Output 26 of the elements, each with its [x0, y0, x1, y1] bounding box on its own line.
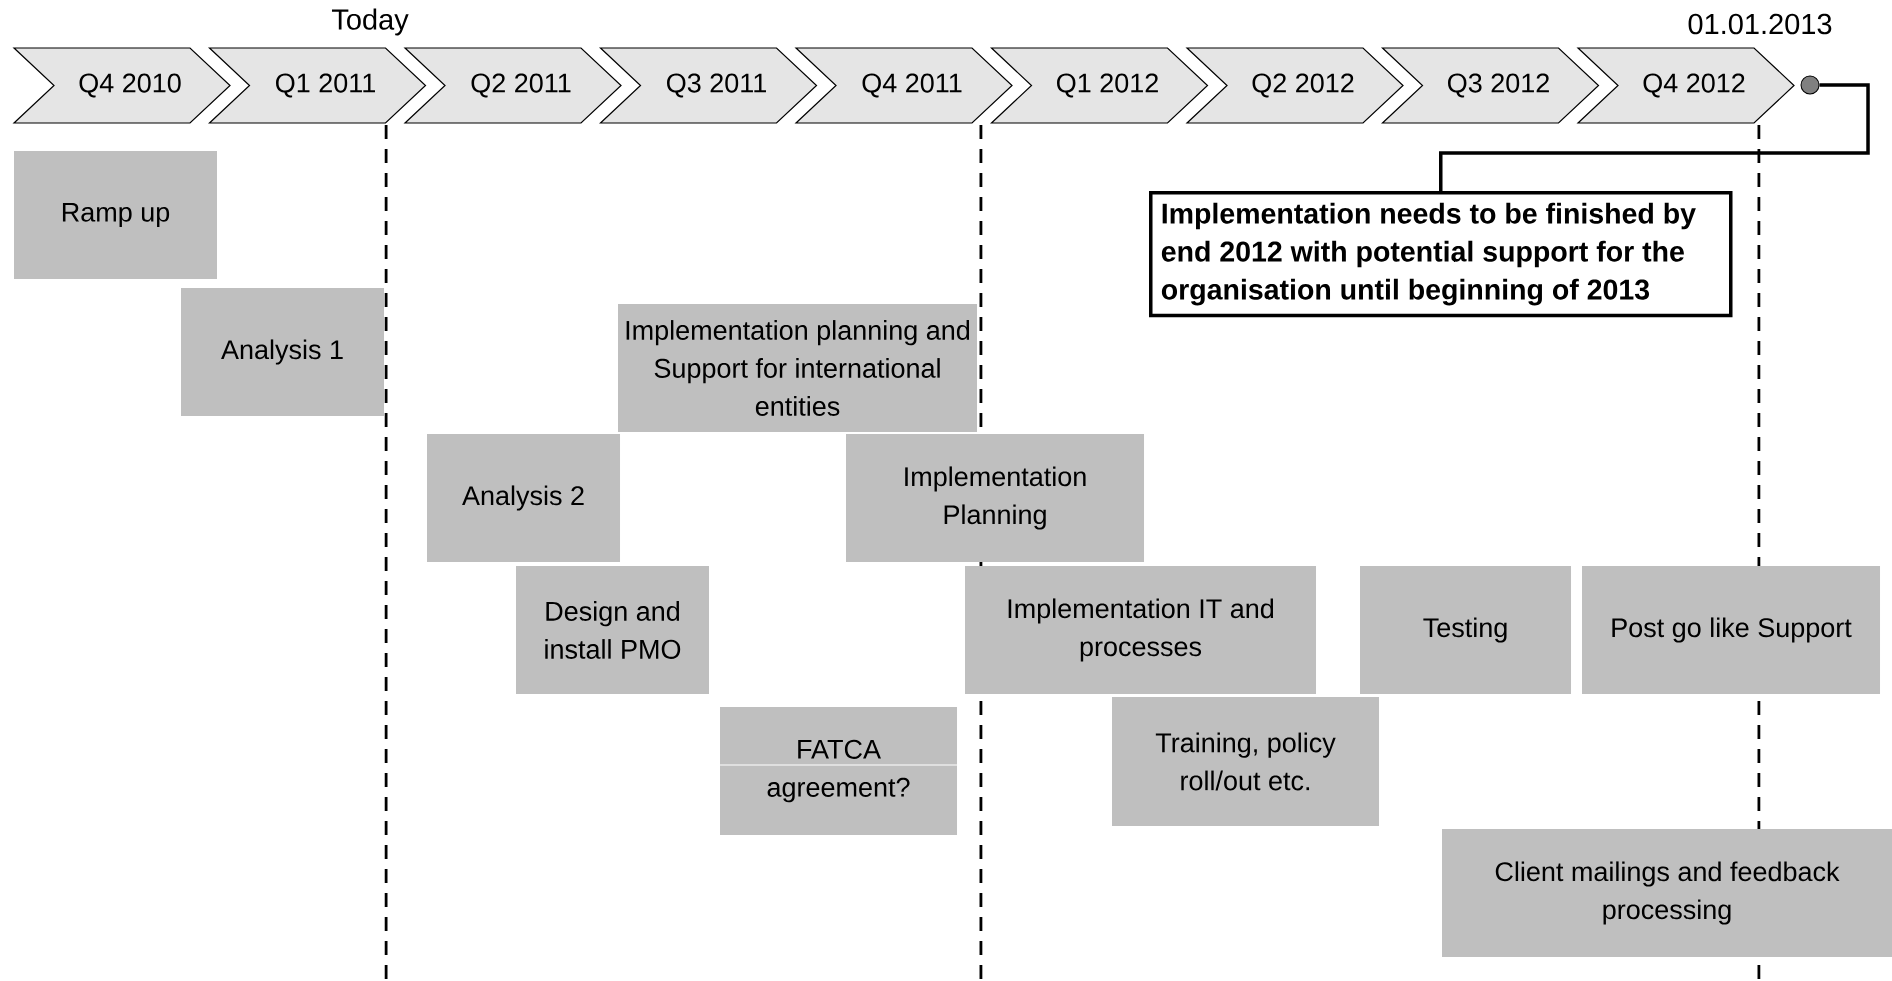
task-bar: Analysis 1	[181, 288, 384, 416]
quarter-band: Q1 2012	[990, 47, 1209, 124]
quarter-band: Q4 2012	[1576, 47, 1795, 124]
task-bar: Design and install PMO	[516, 566, 709, 694]
date-label: 01.01.2013	[1688, 13, 1832, 35]
task-bar: Analysis 2	[427, 434, 620, 562]
connector-line	[1439, 83, 1870, 191]
quarter-band: Q3 2012	[1381, 47, 1600, 124]
task-bar: Client mailings and feedback processing	[1442, 829, 1892, 957]
quarter-band: Q2 2012	[1185, 47, 1404, 124]
milestone-dot	[1800, 75, 1820, 95]
task-bar: Implementation planning and Support for international entities	[618, 304, 977, 432]
date-label: Today	[332, 8, 409, 36]
task-bar: FATCA agreement?	[719, 707, 958, 835]
callout-box: Implementation needs to be finished by end 2012 with potential support for the organisation until beginning of 2013	[1149, 191, 1733, 318]
quarter-band: Q4 2010	[12, 47, 231, 124]
task-bar: Ramp up	[14, 151, 217, 279]
task-bar: Implementation Planning	[846, 434, 1144, 562]
quarter-band: Q1 2011	[208, 47, 427, 124]
task-bar: Testing	[1360, 566, 1571, 694]
quarter-band: Q3 2011	[599, 47, 818, 124]
quarter-band: Q2 2011	[403, 47, 622, 124]
task-bar: Post go like Support	[1582, 566, 1880, 694]
quarter-band: Q4 2011	[794, 47, 1013, 124]
task-bar: Training, policy roll/out etc.	[1112, 697, 1379, 826]
task-bar: Implementation IT and processes	[965, 566, 1316, 694]
